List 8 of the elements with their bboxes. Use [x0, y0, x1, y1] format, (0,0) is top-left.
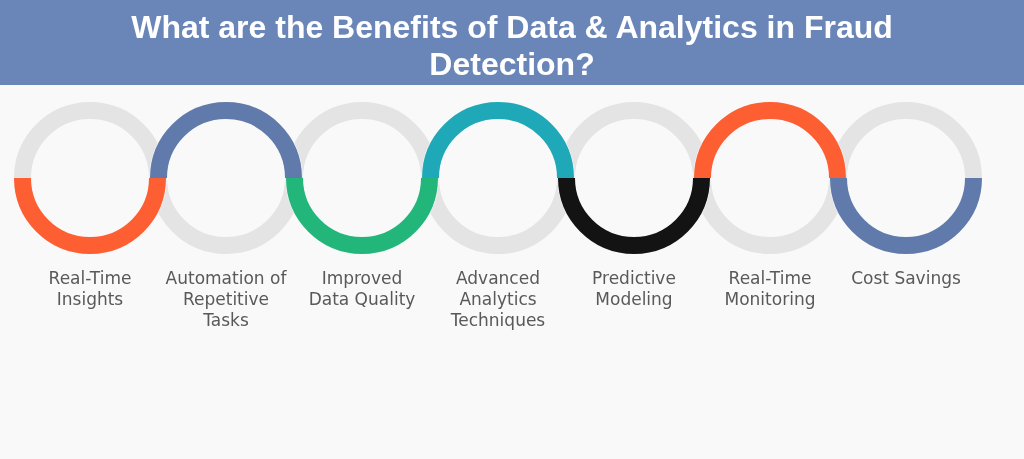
benefit-label: Improved Data Quality — [307, 268, 417, 310]
benefit-label: Real-Time Monitoring — [723, 268, 817, 310]
benefit-label: Cost Savings — [850, 268, 962, 289]
benefit-label: Predictive Modeling — [591, 268, 677, 310]
benefit-label: Real-Time Insights — [47, 268, 133, 310]
title-banner: What are the Benefits of Data & Analytics in Fraud Detection? — [0, 0, 1024, 85]
benefit-label: Advanced Analytics Techniques — [449, 268, 547, 331]
benefit-label: Automation of Repetitive Tasks — [164, 268, 288, 331]
